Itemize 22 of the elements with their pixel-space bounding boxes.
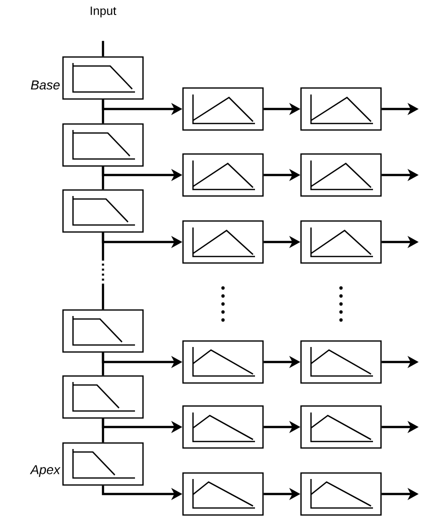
filter-box (62, 56, 144, 100)
filter-box (62, 442, 144, 486)
filter-box (182, 220, 264, 264)
filter-box (62, 375, 144, 419)
side-label: Base (30, 80, 60, 90)
connector (102, 40, 104, 56)
filter-box (62, 123, 144, 167)
filter-box (62, 189, 144, 233)
filter-box (182, 405, 264, 449)
filter-box (300, 340, 382, 384)
filter-box (182, 472, 264, 516)
filter-box (182, 87, 264, 131)
filter-box (300, 220, 382, 264)
filter-box (300, 153, 382, 197)
filter-box (62, 309, 144, 353)
filter-box (300, 472, 382, 516)
input-label: Input (90, 6, 116, 18)
filter-box (182, 153, 264, 197)
filter-box (182, 340, 264, 384)
filter-box (300, 87, 382, 131)
side-label: Apex (30, 465, 61, 477)
filter-box (300, 405, 382, 449)
